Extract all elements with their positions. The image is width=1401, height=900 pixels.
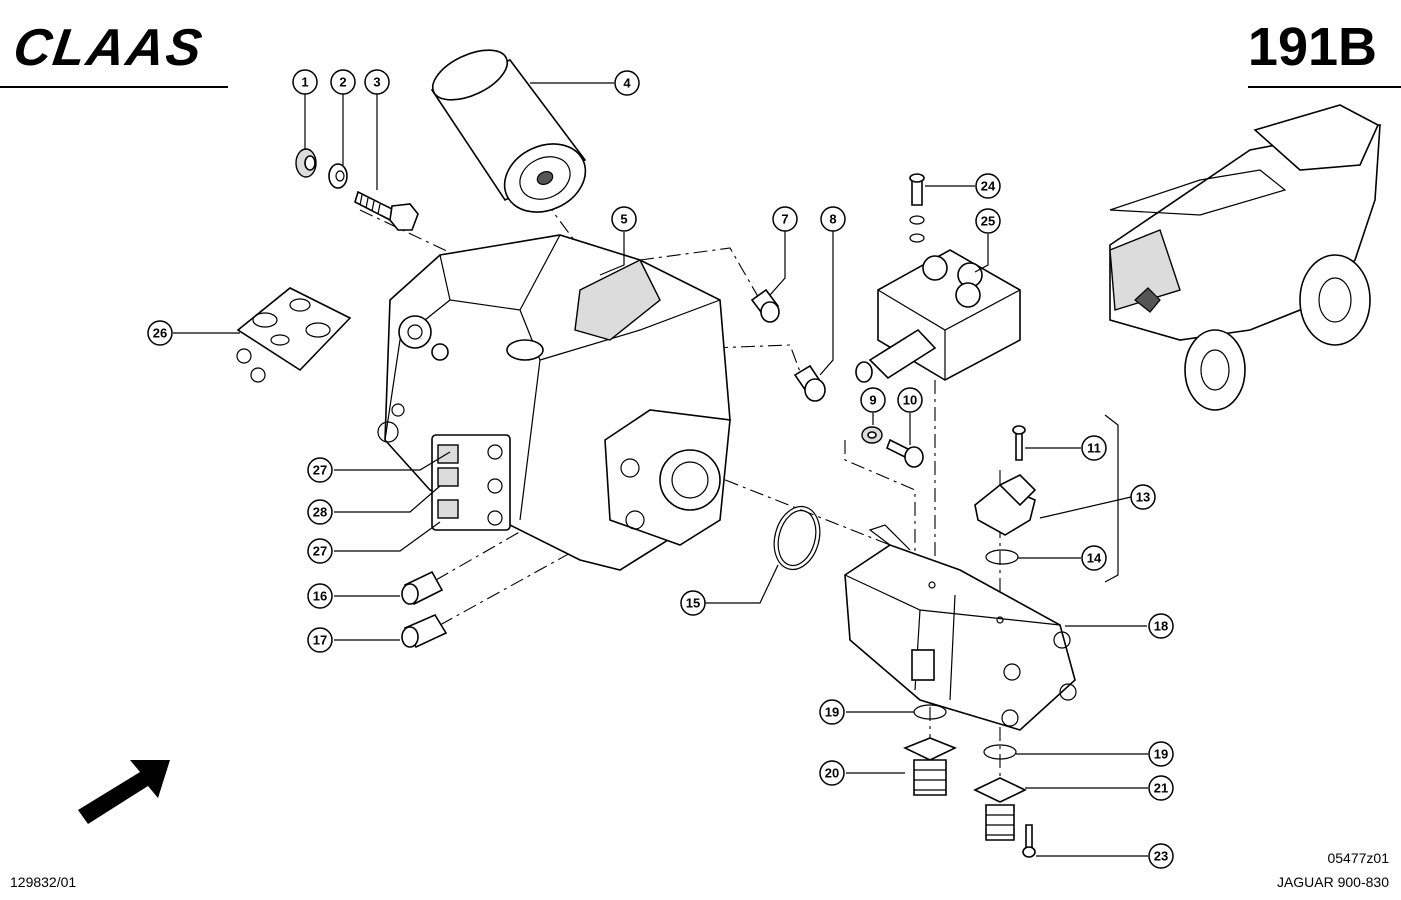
callout-9[interactable]: 9 xyxy=(860,387,886,413)
callout-27-top[interactable]: 27 xyxy=(307,457,333,483)
model-designation: JAGUAR 900-830 xyxy=(1276,874,1389,890)
svg-text:4: 4 xyxy=(623,76,631,91)
svg-text:19: 19 xyxy=(1154,747,1168,762)
seal-kit-bag xyxy=(236,287,352,383)
svg-text:16: 16 xyxy=(313,589,327,604)
callout-26[interactable]: 26 xyxy=(147,320,173,346)
callout-28[interactable]: 28 xyxy=(307,499,333,525)
callout-19-left[interactable]: 19 xyxy=(819,699,845,725)
screw-23 xyxy=(1022,824,1036,858)
svg-text:7: 7 xyxy=(781,212,788,227)
svg-text:8: 8 xyxy=(829,212,836,227)
callout-8[interactable]: 8 xyxy=(820,206,846,232)
leader-lines xyxy=(173,82,1148,857)
flange-nipple-21 xyxy=(973,777,1027,841)
screw-10 xyxy=(885,438,924,468)
filter-cartridge xyxy=(430,49,587,213)
callout-21[interactable]: 21 xyxy=(1148,775,1174,801)
image-code: 05477z01 xyxy=(1327,850,1389,866)
svg-text:19: 19 xyxy=(825,705,839,720)
callout-13[interactable]: 13 xyxy=(1130,484,1156,510)
callout-11[interactable]: 11 xyxy=(1081,435,1107,461)
svg-text:21: 21 xyxy=(1154,781,1168,796)
svg-text:1: 1 xyxy=(301,75,308,90)
svg-text:5: 5 xyxy=(620,212,627,227)
header-rule-right xyxy=(1248,86,1401,88)
valve-block xyxy=(855,173,1021,383)
callout-25[interactable]: 25 xyxy=(975,208,1001,234)
header-rule-left xyxy=(0,86,228,88)
svg-text:27: 27 xyxy=(313,463,327,478)
callout-23[interactable]: 23 xyxy=(1148,843,1174,869)
callout-10[interactable]: 10 xyxy=(897,387,923,413)
svg-text:10: 10 xyxy=(903,393,917,408)
callout-18[interactable]: 18 xyxy=(1148,613,1174,639)
fitting-16 xyxy=(401,570,444,606)
fitting-8 xyxy=(793,364,826,402)
svg-text:18: 18 xyxy=(1154,619,1168,634)
callout-16[interactable]: 16 xyxy=(307,583,333,609)
svg-text:3: 3 xyxy=(373,75,380,90)
callout-2[interactable]: 2 xyxy=(330,69,356,95)
washer-bolt-set xyxy=(295,148,419,231)
svg-text:2: 2 xyxy=(339,75,346,90)
svg-text:17: 17 xyxy=(313,633,327,648)
svg-text:13: 13 xyxy=(1136,490,1150,505)
callout-14[interactable]: 14 xyxy=(1081,545,1107,571)
svg-text:20: 20 xyxy=(825,766,839,781)
direction-arrow-icon xyxy=(78,760,170,824)
drawing-number: 129832/01 xyxy=(10,874,77,890)
callouts: 1 2 3 4 5 7 8 9 10 11 13 14 15 16 17 18 … xyxy=(147,69,1174,869)
svg-text:26: 26 xyxy=(153,326,167,341)
forage-harvester-icon xyxy=(1109,104,1381,411)
fitting-17 xyxy=(401,613,448,649)
gear-pump xyxy=(844,524,1077,731)
callout-27-bottom[interactable]: 27 xyxy=(307,538,333,564)
callout-20[interactable]: 20 xyxy=(819,760,845,786)
callout-24[interactable]: 24 xyxy=(975,173,1001,199)
callout-15[interactable]: 15 xyxy=(680,590,706,616)
callout-19-right[interactable]: 19 xyxy=(1148,741,1174,767)
flange-fitting xyxy=(974,414,1119,583)
svg-text:11: 11 xyxy=(1087,441,1101,456)
callout-1[interactable]: 1 xyxy=(292,69,318,95)
svg-text:24: 24 xyxy=(981,179,996,194)
svg-text:14: 14 xyxy=(1087,551,1102,566)
svg-text:25: 25 xyxy=(981,214,995,229)
callout-3[interactable]: 3 xyxy=(364,69,390,95)
svg-text:28: 28 xyxy=(313,505,327,520)
svg-text:27: 27 xyxy=(313,544,327,559)
fitting-7 xyxy=(750,288,780,323)
svg-text:23: 23 xyxy=(1154,849,1168,864)
callout-17[interactable]: 17 xyxy=(307,627,333,653)
svg-text:9: 9 xyxy=(869,393,876,408)
callout-7[interactable]: 7 xyxy=(772,206,798,232)
hydrostatic-pump-body xyxy=(377,234,731,571)
svg-text:15: 15 xyxy=(686,596,700,611)
washer-9 xyxy=(861,426,883,444)
flange-nipple-20 xyxy=(903,737,957,796)
callout-4[interactable]: 4 xyxy=(614,70,640,96)
callout-5[interactable]: 5 xyxy=(611,206,637,232)
page-number: 191B xyxy=(1247,17,1377,77)
